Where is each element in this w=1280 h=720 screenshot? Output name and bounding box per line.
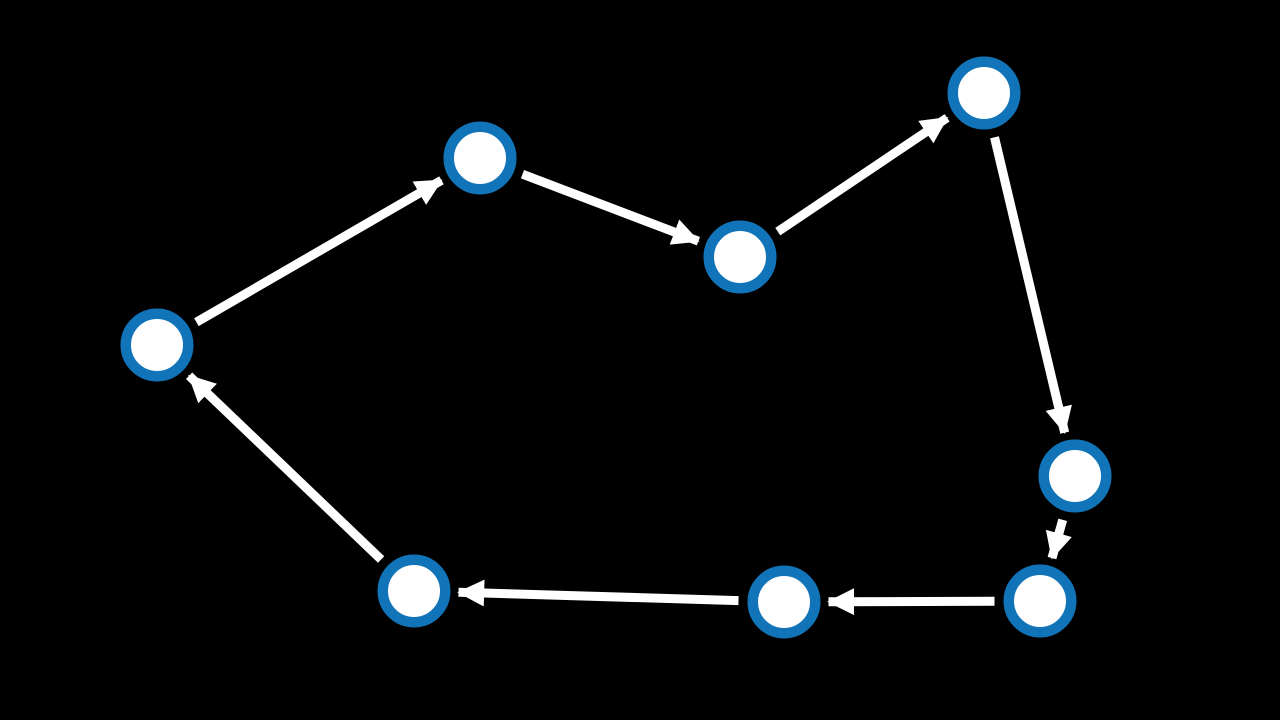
graph-edge-arrow: [520, 169, 701, 246]
nodes-layer: [120, 56, 1112, 639]
graph-node[interactable]: [747, 565, 821, 639]
graph-node[interactable]: [947, 56, 1021, 130]
graph-edge-arrow: [194, 176, 444, 327]
graph-edge-arrow: [775, 114, 950, 236]
graph-edge-arrow: [990, 136, 1072, 435]
graph-node[interactable]: [377, 554, 451, 628]
graph-edge-arrow: [457, 579, 739, 607]
graph-edge-arrow: [827, 588, 995, 616]
graph-node[interactable]: [703, 220, 777, 294]
graph-node[interactable]: [120, 308, 194, 382]
graph-node[interactable]: [443, 121, 517, 195]
graph-edge-arrow: [185, 372, 385, 563]
edges-layer: [185, 114, 1072, 616]
graph-node[interactable]: [1038, 439, 1112, 513]
graph-edge-arrow: [1045, 518, 1072, 560]
graph-node[interactable]: [1003, 564, 1077, 638]
